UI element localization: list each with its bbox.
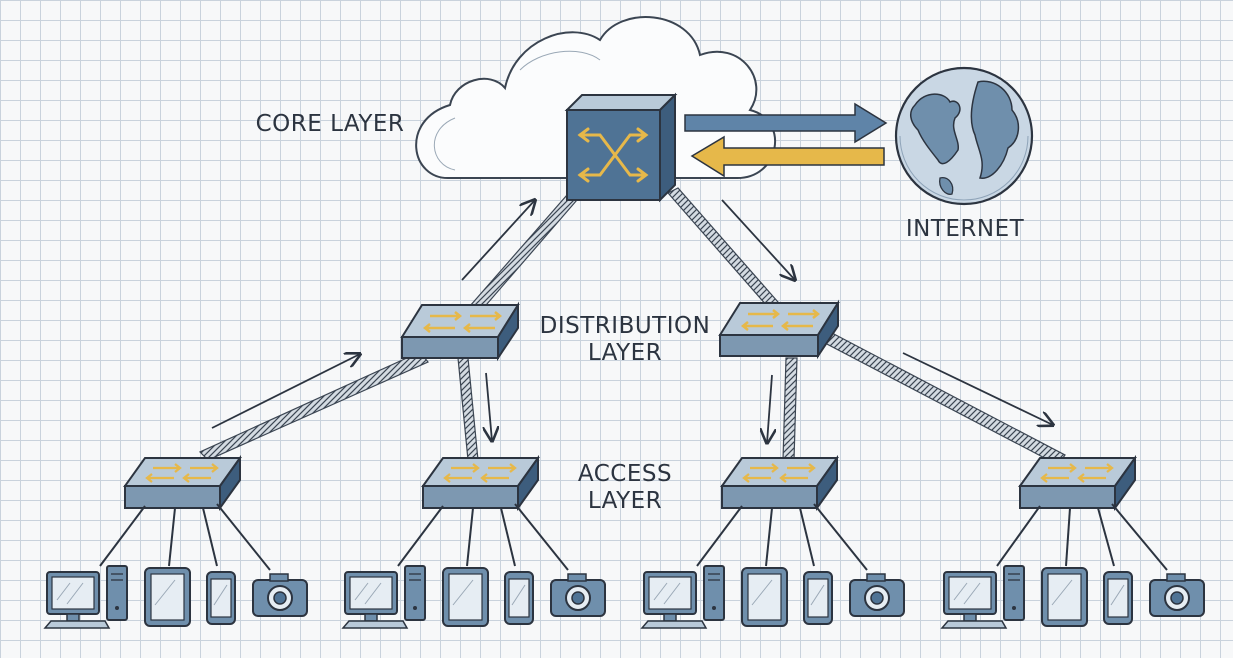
desktop-computer-icon xyxy=(940,565,1025,629)
camera-icon xyxy=(849,573,905,617)
access-switches xyxy=(123,454,1137,512)
camera-icon xyxy=(550,573,606,617)
tablet-icon xyxy=(1041,567,1088,627)
device-wires xyxy=(397,503,569,571)
core-layer-label: CORE LAYER xyxy=(255,111,405,137)
link-dist-access-4 xyxy=(824,332,1066,466)
access-label-line2: LAYER xyxy=(587,488,663,514)
internet-uplink-arrow xyxy=(684,102,888,144)
link-core-dist-right xyxy=(667,187,786,316)
network-links xyxy=(198,187,1066,466)
desktop-computer-icon xyxy=(640,565,725,629)
flow-arrows xyxy=(211,199,1053,443)
device-clusters xyxy=(43,503,1205,629)
flow-arrow-up-left-dist xyxy=(211,354,360,429)
flow-arrow-down-right-dist xyxy=(721,199,795,280)
flow-arrow-down-access-3 xyxy=(767,374,772,443)
distribution-label-line1: DISTRIBUTION xyxy=(539,313,711,339)
smartphone-icon xyxy=(803,571,833,625)
device-wires xyxy=(696,503,868,571)
flow-arrow-up-core xyxy=(461,200,535,281)
link-dist-access-1 xyxy=(198,351,429,461)
internet-label: INTERNET xyxy=(905,216,1025,242)
access-label-line1: ACCESS xyxy=(577,461,673,487)
desktop-computer-icon xyxy=(341,565,426,629)
desktop-computer-icon xyxy=(43,565,128,629)
distribution-switch-left xyxy=(400,301,520,362)
smartphone-icon xyxy=(206,571,236,625)
smartphone-icon xyxy=(504,571,534,625)
link-dist-access-3 xyxy=(782,357,798,461)
distribution-switch-right xyxy=(718,299,840,360)
access-switch-icon xyxy=(123,454,242,512)
tablet-icon xyxy=(442,567,489,627)
globe-icon xyxy=(894,66,1034,206)
flow-arrow-down-right-access-4 xyxy=(902,352,1053,425)
device-cluster xyxy=(640,503,905,629)
tablet-icon xyxy=(741,567,788,627)
device-wires xyxy=(996,503,1168,571)
access-switch-icon xyxy=(1018,454,1137,512)
tablet-icon xyxy=(144,567,191,627)
access-layer-label: ACCESS LAYER xyxy=(560,461,690,515)
link-dist-access-2 xyxy=(457,357,479,461)
distribution-label-line2: LAYER xyxy=(587,340,663,366)
device-cluster xyxy=(43,503,308,629)
smartphone-icon xyxy=(1103,571,1133,625)
device-wires xyxy=(99,503,271,571)
access-switch-icon xyxy=(421,454,540,512)
camera-icon xyxy=(252,573,308,617)
device-cluster xyxy=(940,503,1205,629)
core-switch-icon xyxy=(564,92,678,203)
flow-arrow-down-access-2 xyxy=(486,372,492,441)
camera-icon xyxy=(1149,573,1205,617)
distribution-layer-label: DISTRIBUTION LAYER xyxy=(530,313,720,367)
internet-downlink-arrow xyxy=(690,135,885,178)
device-cluster xyxy=(341,503,606,629)
access-switch-icon xyxy=(720,454,839,512)
